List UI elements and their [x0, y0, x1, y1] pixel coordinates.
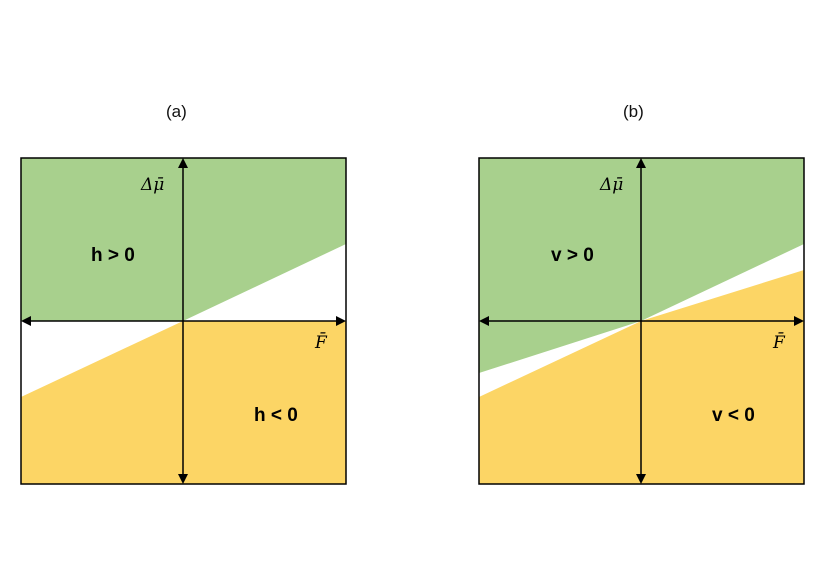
panel-b-y-axis-label: Δμ̄	[599, 175, 623, 195]
panel-b-lower-region-label: v < 0	[712, 405, 755, 426]
panel-b-x-axis-label: F̄	[772, 331, 786, 353]
panel-a-label: (a)	[166, 102, 187, 121]
panel-b: Δμ̄ F̄ v > 0 v < 0	[478, 157, 805, 485]
panel-b-label: (b)	[623, 102, 644, 121]
panel-b-upper-region-label: v > 0	[551, 245, 594, 266]
panel-a: Δμ̄ F̄ h > 0 h < 0	[20, 157, 347, 485]
panel-a-x-axis-label: F̄	[314, 331, 328, 353]
panel-a-lower-region-label: h < 0	[254, 405, 298, 426]
panel-a-upper-region-label: h > 0	[91, 245, 135, 266]
panel-a-y-axis-label: Δμ̄	[140, 175, 164, 195]
